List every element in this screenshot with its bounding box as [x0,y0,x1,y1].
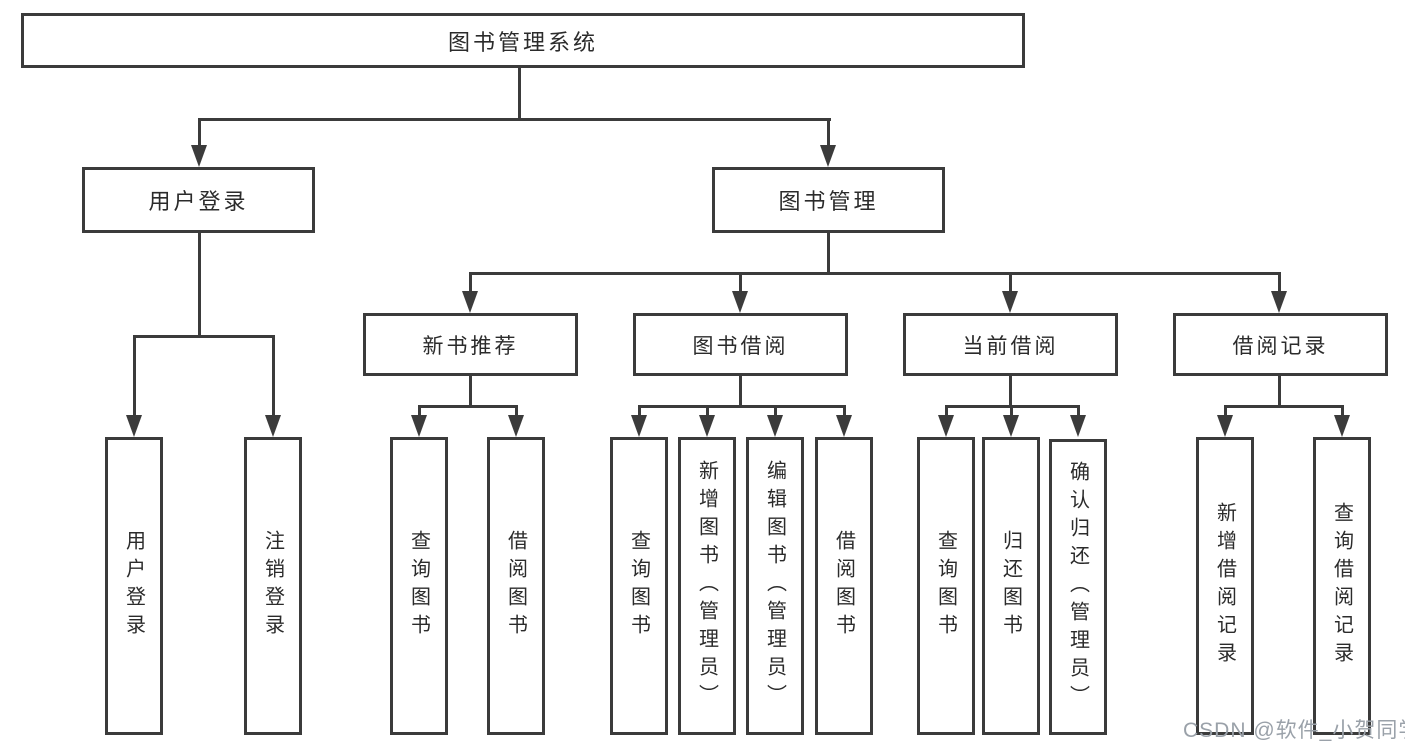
connector-line [843,405,846,417]
connector-line [827,118,830,148]
node-leaf-edit-book-label: 编辑图书（管理员） [763,460,786,712]
node-user-login-label: 用户登录 [148,189,249,214]
node-leaf-confirm-return: 确认归还（管理员） [1049,439,1107,735]
node-leaf-query-book-2-label: 查询图书 [627,530,650,642]
arrow-down-icon [1217,415,1233,437]
node-leaf-borrow-book-1-label: 借阅图书 [504,530,527,642]
connector-line [1009,376,1012,407]
arrow-down-icon [1003,415,1019,437]
connector-line [638,405,641,417]
node-book-mgmt: 图书管理 [712,167,945,233]
node-borrow-record-label: 借阅记录 [1232,334,1329,358]
connector-line [638,405,846,408]
node-book-borrow-label: 图书借阅 [692,334,789,358]
arrow-down-icon [1070,415,1086,437]
connector-line [1009,272,1012,293]
node-new-book-rec: 新书推荐 [363,313,578,376]
node-leaf-add-record: 新增借阅记录 [1196,437,1254,735]
arrow-down-icon [1271,291,1287,313]
node-leaf-query-book-1-label: 查询图书 [407,530,430,642]
node-new-book-rec-label: 新书推荐 [422,334,519,358]
node-root: 图书管理系统 [21,13,1025,68]
connector-line [272,335,275,417]
arrow-down-icon [508,415,524,437]
arrow-down-icon [411,415,427,437]
node-leaf-edit-book: 编辑图书（管理员） [746,437,804,735]
node-leaf-borrow-book-2-label: 借阅图书 [832,530,855,642]
arrow-down-icon [631,415,647,437]
node-leaf-confirm-return-label: 确认归还（管理员） [1066,461,1089,713]
connector-line [827,233,830,274]
connector-line [739,272,742,293]
node-current-borrow-label: 当前借阅 [962,334,1059,358]
node-borrow-record: 借阅记录 [1173,313,1388,376]
node-leaf-return-book-label: 归还图书 [999,530,1022,642]
node-leaf-return-book: 归还图书 [982,437,1040,735]
node-leaf-borrow-book-2: 借阅图书 [815,437,873,735]
node-leaf-add-record-label: 新增借阅记录 [1213,502,1236,670]
arrow-down-icon [699,415,715,437]
node-leaf-add-book-label: 新增图书（管理员） [695,460,718,712]
connector-line [198,233,201,337]
connector-line [469,272,472,293]
connector-line [515,405,518,417]
watermark: CSDN @软件_小贺同学 [1183,719,1405,742]
connector-line [945,405,948,417]
connector-line [133,335,275,338]
connector-line [1010,405,1013,417]
arrow-down-icon [191,145,207,167]
arrow-down-icon [732,291,748,313]
connector-line [1077,405,1080,417]
arrow-down-icon [1334,415,1350,437]
connector-line [774,405,777,417]
node-leaf-borrow-book-1: 借阅图书 [487,437,545,735]
node-leaf-user-login: 用户登录 [105,437,163,735]
connector-line [418,405,518,408]
connector-line [133,335,136,417]
node-leaf-logout: 注销登录 [244,437,302,735]
connector-line [739,376,742,407]
connector-line [1278,272,1281,293]
node-leaf-query-record-label: 查询借阅记录 [1330,502,1353,670]
node-leaf-user-login-label: 用户登录 [122,530,145,642]
arrow-down-icon [938,415,954,437]
node-book-mgmt-label: 图书管理 [778,189,879,214]
connector-line [1278,376,1281,407]
connector-line [469,272,1281,275]
node-root-label: 图书管理系统 [447,29,598,55]
arrow-down-icon [767,415,783,437]
node-leaf-query-book-3: 查询图书 [917,437,975,735]
node-leaf-query-record: 查询借阅记录 [1313,437,1371,735]
connector-line [418,405,421,417]
node-leaf-logout-label: 注销登录 [261,530,284,642]
node-user-login: 用户登录 [82,167,315,233]
connector-line [1224,405,1344,408]
arrow-down-icon [126,415,142,437]
arrow-down-icon [462,291,478,313]
arrow-down-icon [265,415,281,437]
arrow-down-icon [820,145,836,167]
node-current-borrow: 当前借阅 [903,313,1118,376]
arrow-down-icon [1002,291,1018,313]
connector-line [706,405,709,417]
arrow-down-icon [836,415,852,437]
connector-line [518,68,521,120]
connector-line [1224,405,1227,417]
node-leaf-query-book-2: 查询图书 [610,437,668,735]
connector-line [198,118,201,148]
node-book-borrow: 图书借阅 [633,313,848,376]
connector-line [469,376,472,407]
node-leaf-query-book-3-label: 查询图书 [934,530,957,642]
connector-line [1341,405,1344,417]
node-leaf-add-book: 新增图书（管理员） [678,437,736,735]
node-leaf-query-book-1: 查询图书 [390,437,448,735]
connector-line [198,118,831,121]
